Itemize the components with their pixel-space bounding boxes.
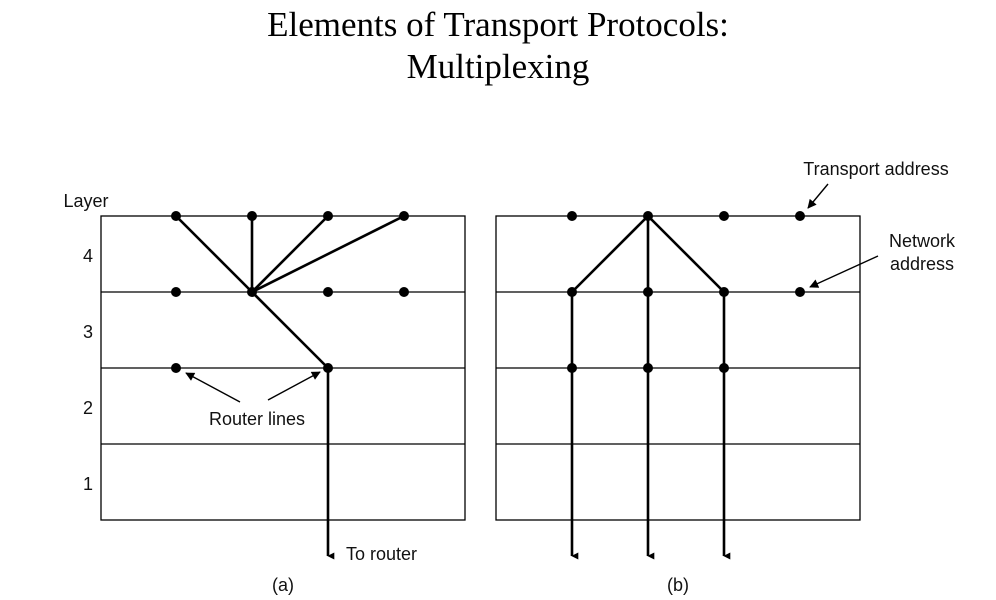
title-line-2: Multiplexing	[406, 47, 590, 86]
panel-b: Transport address Network address (b)	[495, 159, 956, 595]
router-lines-label: Router lines	[209, 409, 305, 429]
slide-title: Elements of Transport Protocols: Multipl…	[0, 4, 996, 88]
to-router-label: To router	[346, 544, 417, 564]
panel-a-dots	[171, 211, 409, 373]
panel-b-dots	[567, 211, 805, 373]
title-line-1: Elements of Transport Protocols:	[267, 5, 729, 44]
layer-number-3: 3	[83, 322, 93, 342]
panel-a: Router lines To router (a)	[100, 211, 466, 595]
network-address-label-line2: address	[890, 254, 954, 274]
router-lines-pointer-left	[185, 372, 241, 403]
network-address-label-line1: Network	[889, 231, 956, 251]
network-address-pointer	[809, 255, 879, 288]
panel-b-connections	[570, 215, 731, 560]
layer-number-2: 2	[83, 398, 93, 418]
transport-address-label: Transport address	[803, 159, 948, 179]
layer-number-1: 1	[83, 474, 93, 494]
layer-axis-label: Layer	[63, 191, 108, 211]
layer-number-4: 4	[83, 246, 93, 266]
router-lines-pointer-right	[267, 371, 321, 401]
panel-a-caption: (a)	[272, 575, 294, 595]
transport-address-pointer	[807, 183, 829, 209]
panel-b-caption: (b)	[667, 575, 689, 595]
panel-a-connections	[175, 214, 405, 560]
